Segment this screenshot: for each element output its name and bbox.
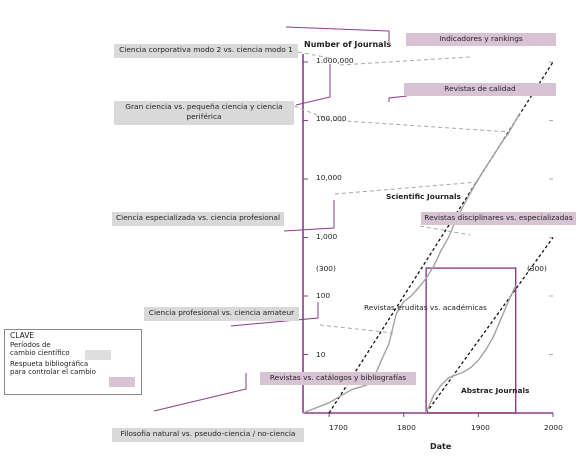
label-ciencia-corporativa: Ciencia corporativa modo 2 vs. ciencia m… — [114, 44, 298, 58]
y-tick-label: 1,000 — [316, 232, 338, 241]
guide-2 — [293, 105, 511, 133]
guide-6 — [419, 225, 471, 236]
legend-swatch-purple — [109, 377, 135, 387]
x-tick-label: 1700 — [329, 423, 348, 432]
change-period-box — [425, 267, 517, 414]
y-tick-label: 1.000,000 — [316, 56, 354, 65]
guide-4 — [334, 181, 479, 195]
y-tick-label: 100 — [316, 291, 331, 300]
legend-item-periodos: Períodos de cambio científico — [10, 340, 70, 358]
label-ciencia-especializada: Ciencia especializada vs. ciencia profes… — [112, 212, 284, 226]
y-tick-label: 10,000 — [316, 173, 342, 182]
y-tick-label: 100,000 — [316, 114, 347, 123]
connector-filosofia — [153, 373, 247, 412]
label-gran-ciencia: Gran ciencia vs. pequeña ciencia y cienc… — [114, 101, 294, 125]
x-axis-title: Date — [430, 442, 452, 451]
guide-3 — [339, 56, 471, 66]
abstrac-journals-label: Abstrac Journals — [461, 386, 530, 395]
connector-especializada — [283, 200, 335, 232]
scientific-journals-label: Scientific Journals — [386, 192, 461, 201]
x-tick-label: 1800 — [397, 423, 416, 432]
connector-profesional — [230, 302, 319, 327]
label-revistas-disciplinares: Revistas disciplinares vs. especializada… — [421, 212, 576, 225]
x-tick-label: 1900 — [471, 423, 490, 432]
x-tick-label: 2000 — [544, 423, 563, 432]
label-ciencia-profesional: Ciencia profesional vs. ciencia amateur — [144, 307, 299, 321]
connector-corporativa — [285, 26, 390, 42]
guide-5 — [319, 324, 394, 334]
label-filosofia-natural: Filosofía natural vs. pseudo-ciencia / n… — [112, 428, 304, 442]
label-revistas-catalogos: Revistas vs. catálogos y bibliografías — [260, 372, 416, 385]
value-300-label: (300) — [527, 264, 547, 273]
eruditas-label: Revistas eruditas vs. académicas — [364, 303, 487, 312]
legend-swatch-grey — [85, 350, 111, 360]
guide-1 — [297, 51, 331, 59]
legend-title: CLAVE — [10, 331, 35, 340]
connector-gran-ciencia — [295, 64, 331, 106]
label-revistas-calidad: Revistas de calidad — [404, 83, 556, 96]
legend-item-respuesta: Respueta bibliográfica para controlar el… — [10, 359, 96, 377]
value-300-label: (300) — [316, 264, 336, 273]
connector-calidad — [388, 95, 408, 102]
label-indicadores: Indicadores y rankings — [406, 33, 556, 46]
series-curve — [425, 285, 517, 414]
y-tick-label: 10 — [316, 350, 326, 359]
legend: CLAVE Períodos de cambio científico Resp… — [4, 329, 142, 395]
y-axis-title: Number of Journals — [304, 40, 392, 49]
